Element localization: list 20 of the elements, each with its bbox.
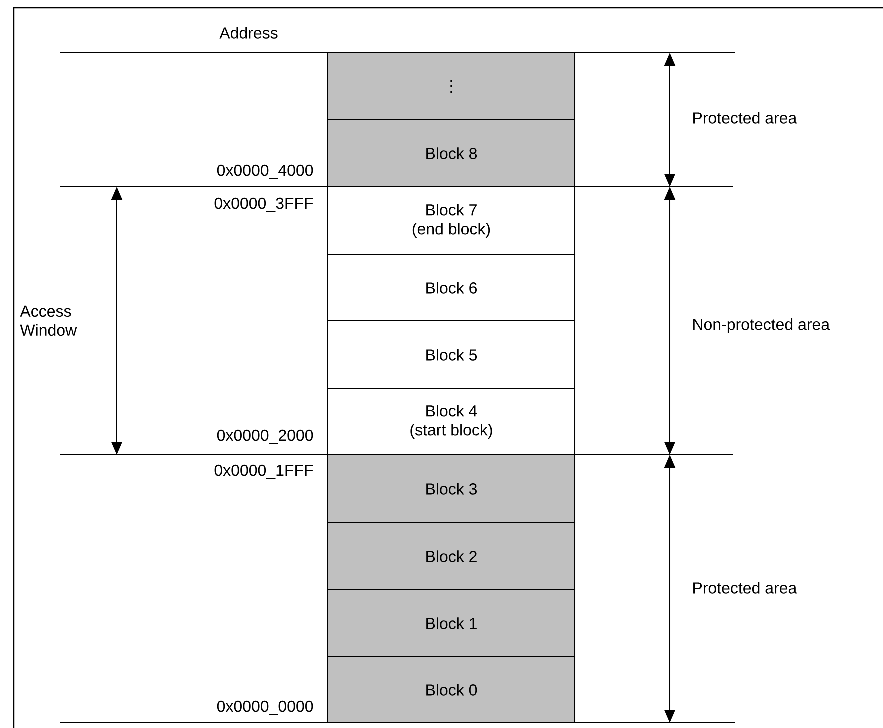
memory-block: Block 0 (328, 656, 576, 724)
address-label: 0x0000_0000 (217, 700, 314, 716)
memory-block: Block 6 (328, 254, 576, 322)
memory-block: Block 8 (328, 120, 576, 188)
memory-block: Block 3 (328, 454, 576, 524)
area-label: Address (220, 27, 278, 39)
area-label: Protected area (694, 582, 798, 594)
address-label: 0x0000_4000 (217, 164, 314, 180)
memory-block: Block 5 (328, 320, 576, 390)
area-label: Non-protected area (694, 318, 830, 334)
address-label: 0x0000_2000 (217, 430, 314, 444)
address-label: 0x0000_3FFF (214, 198, 314, 212)
memory-block: Block 2 (328, 522, 576, 590)
address-label: 0x0000_1FFF (214, 464, 314, 480)
area-label: Access Window (20, 306, 78, 336)
memory-block: Block 4 (start block) (328, 388, 576, 456)
area-label: Protected area (694, 112, 798, 124)
memory-block: Block 1 (328, 590, 576, 658)
memory-block: Block 7 (end block) (328, 186, 576, 256)
memory-block: ⋮ (328, 52, 576, 120)
